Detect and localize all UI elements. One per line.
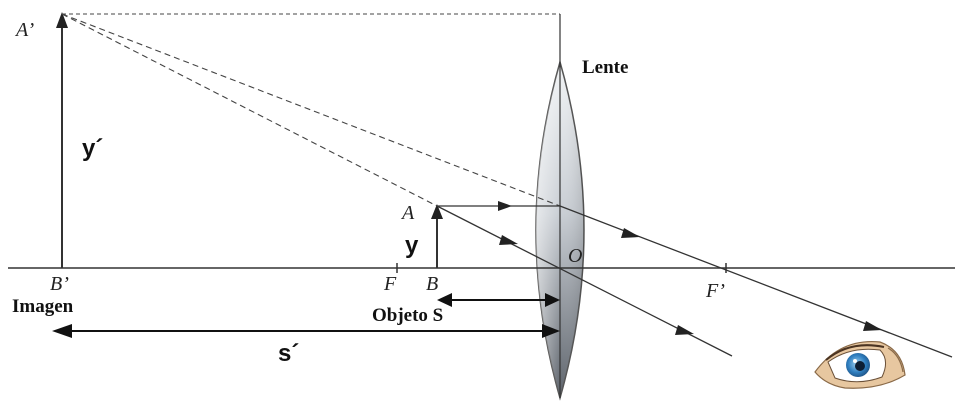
label-object-distance: Objeto S (372, 305, 443, 326)
image-distance-head-right (542, 324, 560, 338)
label-image-top: A’ (14, 19, 34, 41)
eye-icon (814, 340, 906, 389)
ray-center-arrow-2 (675, 325, 694, 335)
image-arrow-head (56, 12, 68, 28)
label-lens: Lente (582, 57, 628, 78)
object-distance-head-right (545, 293, 560, 307)
ray-center-arrow-1 (499, 235, 518, 245)
ray-refracted-arrow-2 (863, 321, 882, 331)
label-image-height: y´ (82, 135, 103, 162)
object-distance-head-left (437, 293, 452, 307)
dashed-ray-through-center (61, 13, 438, 207)
ray-refracted (559, 205, 953, 358)
label-image-distance: s´ (278, 340, 299, 367)
object-arrow-head (431, 204, 443, 219)
label-focal-right: F’ (705, 280, 725, 302)
label-image-base: B’ (50, 273, 69, 295)
ray-refracted-arrow-1 (621, 228, 640, 238)
label-image-name: Imagen (12, 296, 74, 317)
label-object-base: B (426, 273, 438, 295)
label-object-height: y (405, 232, 419, 259)
label-object-top: A (400, 202, 415, 224)
label-focal-left: F (383, 273, 397, 295)
label-optical-center: O (568, 245, 582, 267)
dashed-ray-through-focus (61, 13, 561, 207)
ray-parallel-arrow (498, 201, 512, 211)
image-distance-head-left (52, 324, 72, 338)
